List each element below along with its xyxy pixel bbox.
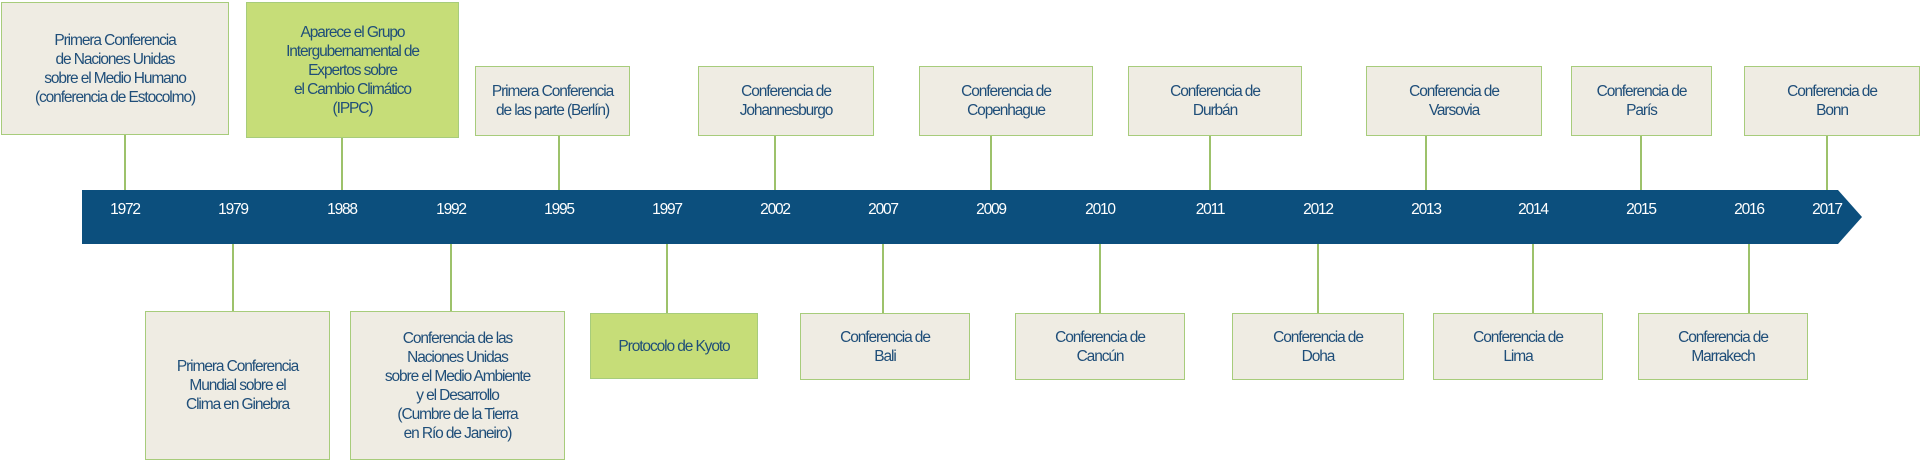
year-label: 1992 [436, 201, 467, 218]
event-box-2002: Conferencia de Johannesburgo [698, 66, 874, 136]
event-box-2014: Conferencia de Lima [1433, 313, 1603, 380]
event-label: Conferencia de las Naciones Unidas sobre… [384, 329, 531, 442]
event-box-2010: Conferencia de Cancún [1015, 313, 1185, 380]
event-label: Conferencia de Lima [1473, 328, 1564, 365]
year-label: 1972 [110, 201, 141, 218]
event-box-2015: Conferencia de París [1571, 66, 1712, 136]
event-box-2012: Conferencia de Doha [1232, 313, 1404, 380]
event-box-1972: Primera Conferencia de Naciones Unidas s… [1, 2, 229, 135]
event-label: Aparece el Grupo Intergubernamental de E… [286, 23, 420, 117]
year-label: 2007 [868, 201, 899, 218]
event-label: Primera Conferencia Mundial sobre el Cli… [176, 358, 299, 413]
event-label: Conferencia de Doha [1273, 328, 1364, 365]
timeline-arrow [82, 190, 1862, 244]
year-label: 1997 [652, 201, 683, 218]
year-label: 2010 [1085, 201, 1116, 218]
year-label: 2013 [1411, 201, 1442, 218]
event-label: Primera Conferencia de las parte (Berlín… [491, 83, 614, 119]
year-label: 2012 [1303, 201, 1334, 218]
year-label: 2016 [1734, 201, 1765, 218]
event-box-1979: Primera Conferencia Mundial sobre el Cli… [145, 311, 330, 460]
year-label: 1995 [544, 201, 575, 218]
event-box-1997: Protocolo de Kyoto [590, 313, 758, 379]
year-label: 2002 [760, 201, 791, 218]
year-label: 2015 [1626, 201, 1657, 218]
year-label: 2017 [1812, 201, 1843, 218]
event-label: Protocolo de Kyoto [618, 337, 730, 355]
event-box-2017: Conferencia de Bonn [1744, 66, 1920, 136]
event-label: Conferencia de Johannesburgo [739, 83, 834, 119]
event-label: Conferencia de Bali [840, 328, 931, 365]
year-label: 2009 [976, 201, 1007, 218]
event-label: Conferencia de Varsovia [1409, 83, 1500, 119]
event-box-1992: Conferencia de las Naciones Unidas sobre… [350, 311, 565, 460]
event-label: Conferencia de Marrakech [1678, 328, 1769, 365]
year-label: 2014 [1518, 201, 1549, 218]
event-box-2013: Conferencia de Varsovia [1366, 66, 1542, 136]
year-label: 2011 [1195, 201, 1226, 218]
event-label: Conferencia de Cancún [1055, 328, 1146, 365]
year-label: 1979 [218, 201, 249, 218]
event-label: Conferencia de Copenhague [961, 83, 1052, 119]
event-label: Conferencia de París [1596, 83, 1688, 119]
event-box-2011: Conferencia de Durbán [1128, 66, 1302, 136]
year-label: 1988 [327, 201, 358, 218]
event-label: Primera Conferencia de Naciones Unidas s… [34, 31, 196, 106]
event-label: Conferencia de Bonn [1787, 83, 1878, 119]
event-box-1988: Aparece el Grupo Intergubernamental de E… [246, 2, 459, 138]
event-box-2007: Conferencia de Bali [800, 313, 970, 380]
event-box-1995: Primera Conferencia de las parte (Berlín… [475, 66, 630, 136]
event-label: Conferencia de Durbán [1170, 83, 1261, 119]
event-box-2009: Conferencia de Copenhague [919, 66, 1093, 136]
event-box-2016: Conferencia de Marrakech [1638, 313, 1808, 380]
